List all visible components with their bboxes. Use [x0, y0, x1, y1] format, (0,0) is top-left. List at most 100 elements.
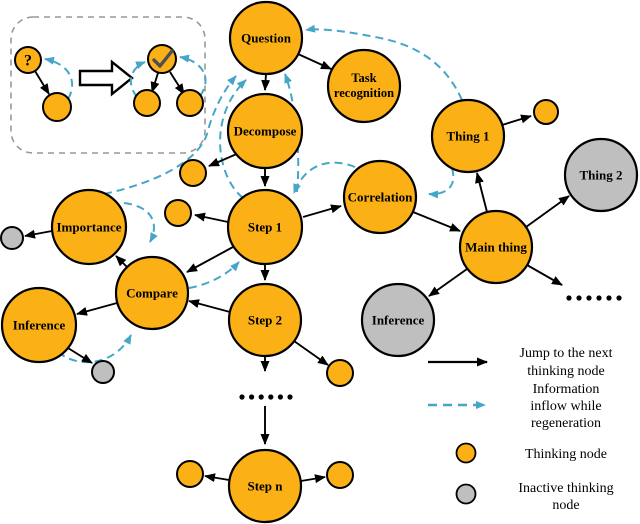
ellipsis-dot: [576, 295, 582, 301]
inset-inflow-child-question-inflow-arrow: [44, 56, 74, 100]
node-inference-inactive-label: Inference: [372, 313, 425, 328]
inflow-thing1-correlation-inflow-arrow: [428, 167, 455, 199]
ellipsis-dot: [239, 394, 245, 400]
ellipsis-dot: [596, 295, 602, 301]
legend-inflow-label: Information: [533, 382, 600, 397]
node-sub-node-stepn-left: [176, 460, 204, 488]
edge-main-thing2-jump-arrow: [525, 195, 570, 228]
node-step-n: [227, 448, 303, 524]
edge-question-decompose-jump-arrow: [261, 73, 271, 91]
legend-inflow: Information inflow while regeneration: [428, 382, 602, 431]
legend-jump: Jump to the next thinking node: [428, 346, 613, 379]
legend-group: Jump to the next thinking nodeInformation…: [428, 346, 614, 513]
node-sub-node-inference-inactive: [91, 360, 115, 384]
node-importance: [50, 188, 128, 266]
dots-main-branch: [566, 295, 622, 301]
legend-inflow-label: regeneration: [531, 416, 601, 431]
edge-step1-compare-jump-arrow: [186, 246, 234, 273]
node-sub-node-thing1: [533, 99, 559, 125]
node-thing-1-label: Thing 1: [447, 129, 490, 144]
node-active-icon: [455, 442, 477, 464]
node-importance-label: Importance: [57, 220, 122, 235]
node-inference-label: Inference: [13, 318, 66, 333]
inset-transform-arrow-icon: [78, 59, 134, 97]
inflow-inference-compare-inflow-arrow: [57, 334, 132, 364]
node-sub-node-step1: [164, 199, 192, 227]
legend-inflow-label: inflow while: [530, 399, 601, 414]
edge-stepn-right-subnode-jump-arrow: [300, 474, 326, 484]
edge-main-inference-jump-arrow: [428, 268, 468, 297]
node-compare: [114, 255, 190, 331]
inset-edge-check-left-jump-arrow: [150, 72, 160, 93]
node-sub-node-decompose: [179, 159, 207, 187]
node-decompose: [226, 92, 304, 170]
node-task-recognition: [326, 48, 402, 124]
edge-step1-subnode-jump-arrow: [194, 212, 229, 223]
edge-step1-correlation-jump-arrow: [302, 204, 342, 218]
jump-edges-group: [24, 53, 570, 484]
node-inference: [0, 286, 78, 364]
inflow-correlation-step1-inflow-arrow: [293, 161, 356, 194]
ellipsis-dot: [268, 394, 274, 400]
node-inset-child-node: [42, 92, 72, 122]
inset-example-group: ?: [10, 16, 207, 154]
node-inactive-icon: [455, 483, 477, 505]
edge-compare-inference-jump-arrow: [76, 302, 118, 316]
edge-main-dots-jump-arrow: [526, 264, 563, 286]
node-sub-node-step2: [326, 359, 354, 387]
edge-step2-subnode-jump-arrow: [293, 340, 329, 366]
node-sub-node-importance-inactive: [0, 226, 24, 250]
node-question: [228, 0, 304, 76]
node-step-1: [226, 188, 304, 266]
node-inset-child-right-node: [176, 89, 204, 117]
inflow-edges-group: [57, 24, 463, 364]
node-inset-check-node: [147, 44, 177, 74]
edge-question-task-jump-arrow: [297, 53, 332, 70]
edge-main-thing1-jump-arrow: [475, 172, 488, 213]
ellipsis-dot: [277, 394, 283, 400]
ellipsis-dots-group: [239, 295, 622, 400]
legend-thinking-node-label: Thinking node: [525, 447, 607, 462]
inset-edge-question-child-jump-arrow: [34, 70, 50, 95]
legend-thinking-node: Thinking node: [455, 442, 607, 464]
node-correlation-label: Correlation: [348, 190, 414, 205]
ellipsis-dot: [258, 394, 264, 400]
edge-compare-importance-jump-arrow: [115, 255, 128, 268]
ellipsis-dot: [586, 295, 592, 301]
check-icon: [152, 49, 174, 68]
edge-inference-subnode-jump-arrow: [67, 347, 93, 364]
node-step-1-label: Step 1: [248, 220, 282, 235]
node-thing-2-label: Thing 2: [580, 168, 623, 183]
legend-jump-label: Jump to the next: [520, 346, 613, 361]
node-step-2: [227, 282, 303, 358]
node-inference-inactive: [360, 282, 436, 358]
dots-between-step2-stepn: [239, 394, 293, 400]
node-step-2-label: Step 2: [248, 313, 282, 328]
legend-jump-label: thinking node: [527, 364, 604, 379]
ellipsis-dot: [616, 295, 622, 301]
inflow-importance-compare-inflow-arrow: [123, 202, 158, 243]
edge-thing1-subnode-jump-arrow: [501, 114, 532, 126]
node-decompose-label: Decompose: [234, 124, 297, 139]
node-thing-1: [430, 98, 506, 174]
ellipsis-dot: [566, 295, 572, 301]
edge-step2-compare-jump-arrow: [188, 299, 231, 313]
inflow-thing1-question-inflow-arrow: [305, 24, 463, 101]
node-thing-2: [563, 137, 639, 213]
inset-inflow-left-check-inflow-arrow: [129, 61, 146, 98]
inflow-importance-question-inflow-arrow: [103, 75, 237, 195]
inflow-compare-step1-inflow-arrow: [188, 261, 240, 289]
inset-edge-check-right-jump-arrow: [169, 71, 185, 95]
ellipsis-dot: [249, 394, 255, 400]
edge-stepn-left-subnode-jump-arrow: [204, 473, 230, 483]
node-sub-node-stepn-right: [326, 461, 354, 489]
legend-inactive-node-label: Inactive thinking: [518, 481, 613, 496]
ellipsis-dot: [287, 394, 293, 400]
node-inset-child-left-node: [133, 89, 161, 117]
edge-importance-subnode-jump-arrow: [24, 229, 53, 239]
node-correlation: [342, 159, 418, 235]
ellipsis-dot: [606, 295, 612, 301]
